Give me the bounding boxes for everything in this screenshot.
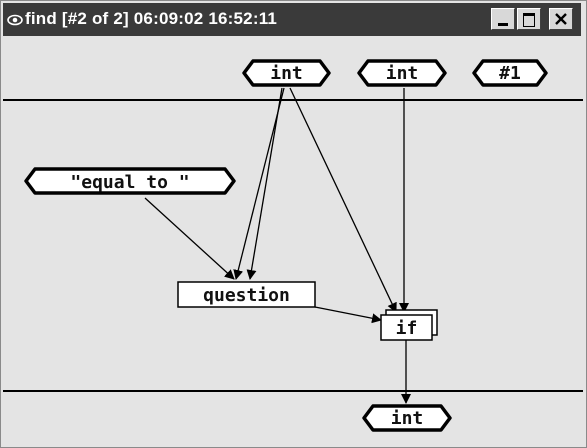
question-node[interactable]: question bbox=[177, 281, 316, 308]
window-title: find [#2 of 2] 06:09:02 16:52:11 bbox=[25, 9, 278, 28]
maximize-button[interactable] bbox=[517, 8, 541, 30]
output-node-int[interactable]: int bbox=[362, 404, 452, 432]
input-node-hash1-label: #1 bbox=[499, 63, 521, 84]
input-node-int-1[interactable]: int bbox=[242, 59, 331, 87]
edge-question-to-if bbox=[314, 306, 382, 324]
edge-int1-to-question-b bbox=[233, 87, 285, 280]
input-node-hash1[interactable]: #1 bbox=[472, 59, 548, 87]
close-icon bbox=[555, 13, 567, 25]
constant-node-equal-to[interactable]: "equal to " bbox=[24, 167, 236, 195]
if-node[interactable]: if bbox=[380, 309, 438, 341]
title-bar[interactable]: find [#2 of 2] 06:09:02 16:52:11 bbox=[3, 3, 581, 36]
edge-int1-to-if bbox=[289, 87, 397, 313]
minimize-button[interactable] bbox=[491, 8, 515, 30]
question-node-label: question bbox=[203, 285, 290, 306]
input-node-int-2-label: int bbox=[386, 63, 419, 84]
input-node-int-1-label: int bbox=[270, 63, 303, 84]
constant-node-label: "equal to " bbox=[70, 172, 189, 193]
input-node-int-2[interactable]: int bbox=[357, 59, 447, 87]
edge-constant-to-question bbox=[144, 197, 235, 280]
close-button[interactable] bbox=[549, 8, 573, 30]
if-node-label: if bbox=[396, 318, 418, 339]
output-node-label: int bbox=[391, 408, 424, 429]
eye-icon bbox=[7, 14, 23, 26]
